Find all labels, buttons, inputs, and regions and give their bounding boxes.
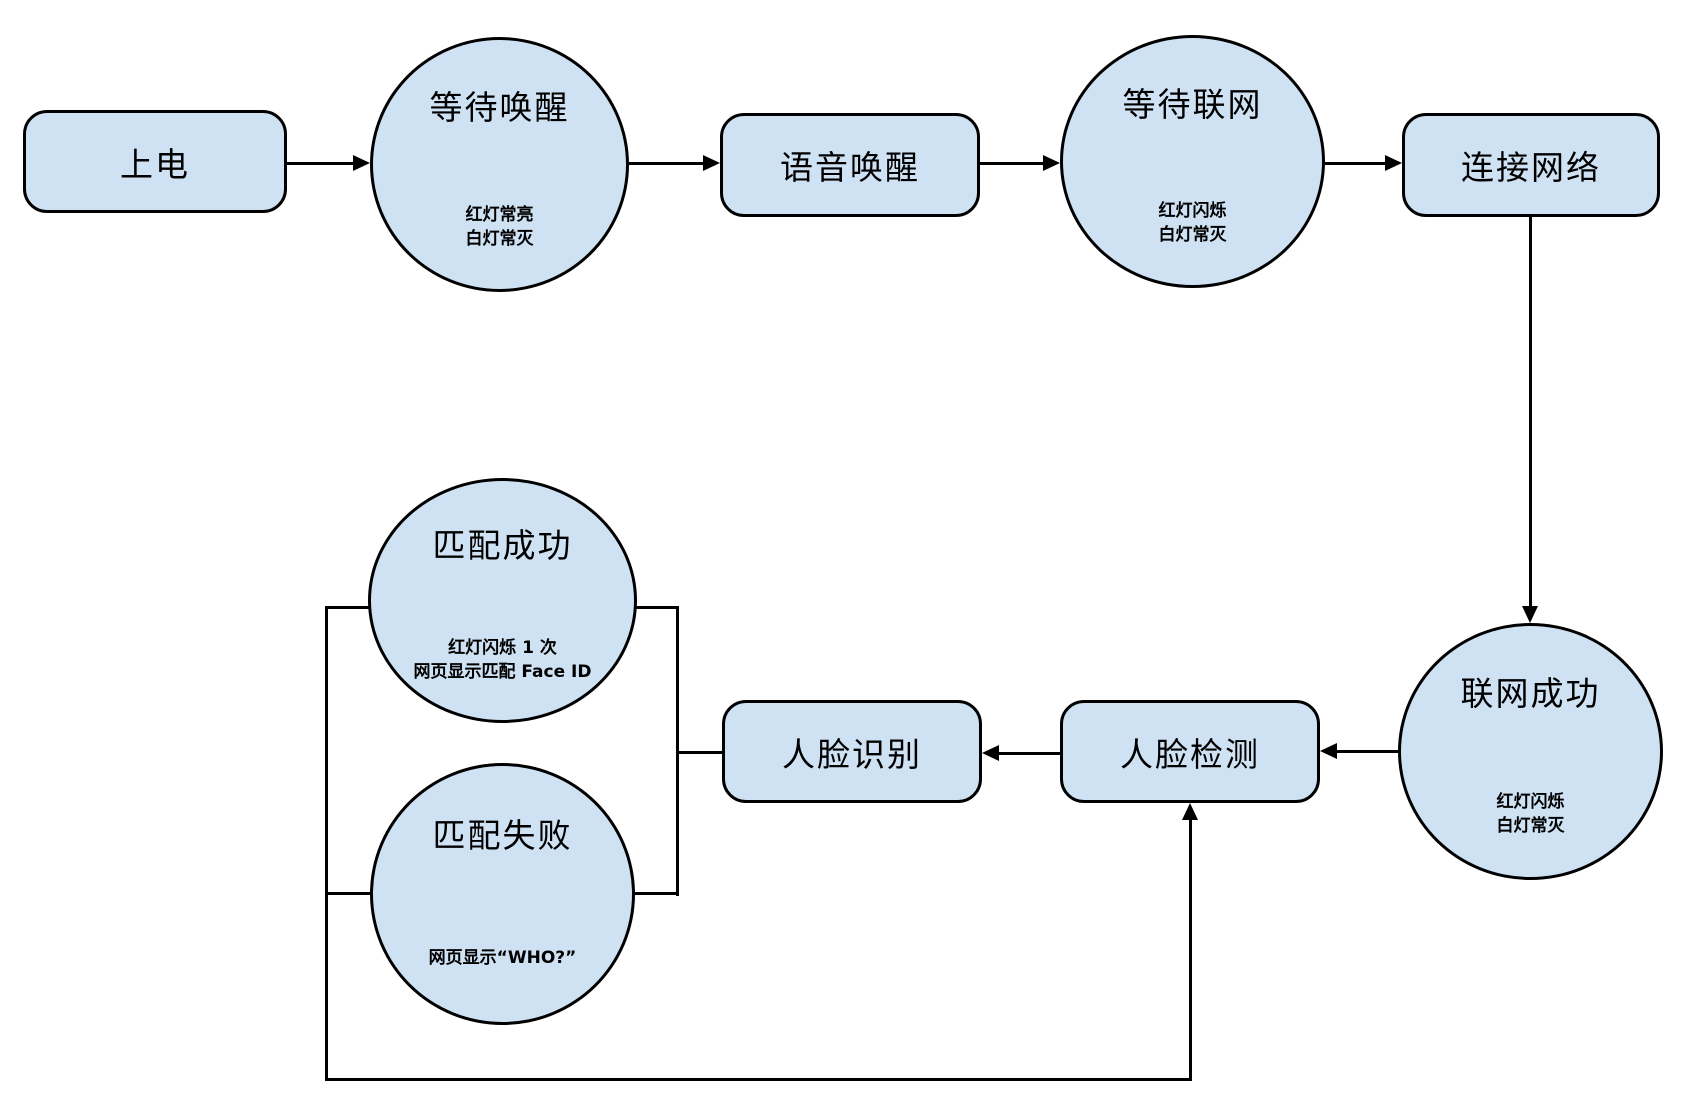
node-network-ok: 联网成功 红灯闪烁 白灯常灭: [1398, 623, 1663, 880]
node-voice-wake: 语音唤醒: [720, 113, 980, 217]
arrowhead-right-icon: [1385, 155, 1402, 171]
status-line: 白灯常灭: [1158, 225, 1227, 246]
arrowhead-left-icon: [982, 745, 999, 761]
status-line: 红灯常亮: [465, 204, 534, 225]
node-wait-wake: 等待唤醒 红灯常亮 白灯常灭: [370, 37, 629, 292]
arrowhead-left-icon: [1320, 743, 1337, 759]
arrowhead-right-icon: [1043, 155, 1060, 171]
node-label: 联网成功: [1460, 674, 1601, 714]
edge-loop-bottom: [324, 1077, 1192, 1081]
node-wait-network: 等待联网 红灯闪烁 白灯常灭: [1060, 35, 1325, 288]
status-line: 网页显示“WHO?”: [428, 948, 577, 968]
node-status: 红灯闪烁 白灯常灭: [1401, 790, 1660, 838]
node-label: 语音唤醒: [780, 148, 920, 187]
status-line: 白灯常灭: [465, 228, 534, 249]
status-line: 红灯闪烁 1 次: [448, 638, 557, 659]
edge-recognize-branch-vertical: [675, 605, 679, 896]
node-power-on: 上电: [23, 110, 287, 213]
node-face-recognize: 人脸识别: [722, 700, 982, 803]
arrowhead-right-icon: [353, 155, 370, 171]
arrowhead-down-icon: [1522, 606, 1538, 623]
edge-voicewake-to-waitnetwork: [980, 161, 1043, 165]
node-match-fail: 匹配失败 网页显示“WHO?”: [370, 763, 635, 1025]
node-label: 人脸检测: [1120, 734, 1260, 774]
edge-branch-to-matchfail: [633, 891, 679, 895]
edge-recognize-branch-stub: [675, 750, 724, 754]
edge-networkok-to-facedetect: [1337, 749, 1398, 753]
edge-matchok-loop-left: [324, 605, 371, 609]
node-label: 上电: [120, 144, 190, 184]
edge-waitwake-to-voicewake: [629, 161, 703, 165]
status-line: 白灯常灭: [1496, 816, 1565, 837]
status-line: 红灯闪烁: [1496, 792, 1565, 813]
node-label: 匹配成功: [432, 526, 573, 566]
node-connect-network: 连接网络: [1402, 113, 1660, 217]
edge-branch-to-matchok: [635, 605, 679, 609]
arrowhead-up-icon: [1182, 803, 1198, 820]
status-line: 网页显示匹配 Face ID: [413, 662, 592, 683]
node-status: 红灯常亮 白灯常灭: [373, 203, 626, 251]
edge-facedetect-to-facerecognize: [999, 751, 1060, 755]
node-label: 等待唤醒: [429, 87, 570, 127]
edge-connect-to-networkok: [1528, 217, 1532, 606]
edge-loop-up-to-facedetect: [1188, 820, 1192, 1078]
arrowhead-right-icon: [703, 155, 720, 171]
node-label: 人脸识别: [782, 734, 922, 774]
edge-power-to-waitwake: [287, 161, 353, 165]
node-face-detect: 人脸检测: [1060, 700, 1320, 803]
edge-matchfail-loop-left: [324, 891, 373, 895]
status-line: 红灯闪烁: [1158, 201, 1227, 222]
node-status: 网页显示“WHO?”: [373, 946, 632, 970]
node-label: 连接网络: [1461, 148, 1601, 187]
node-status: 红灯闪烁 1 次 网页显示匹配 Face ID: [371, 636, 634, 684]
node-match-ok: 匹配成功 红灯闪烁 1 次 网页显示匹配 Face ID: [368, 478, 637, 723]
node-label: 匹配失败: [432, 815, 573, 855]
node-label: 等待联网: [1122, 85, 1263, 125]
node-status: 红灯闪烁 白灯常灭: [1063, 199, 1322, 247]
edge-loop-vertical-left: [324, 605, 328, 1081]
edge-waitnetwork-to-connect: [1325, 161, 1385, 165]
